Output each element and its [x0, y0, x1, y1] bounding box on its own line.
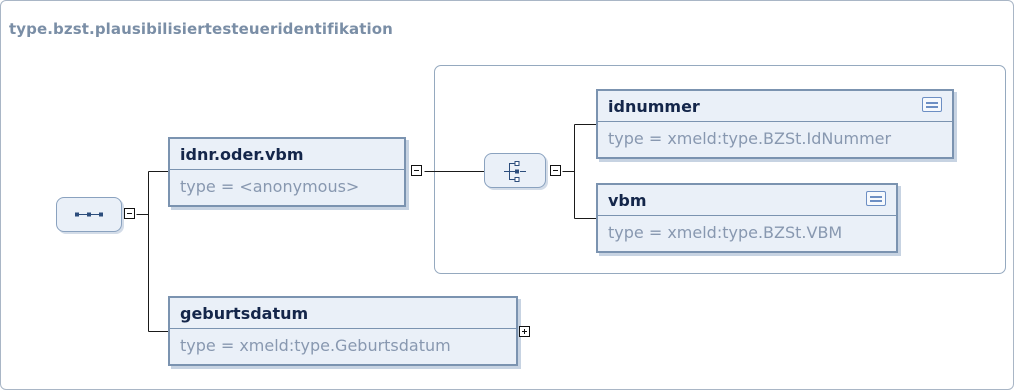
choice-icon	[504, 161, 526, 182]
element-name: idnummer	[608, 97, 700, 116]
sequence-compositor[interactable]	[56, 197, 122, 232]
element-divider	[170, 169, 404, 170]
element-type: type = xmeld:type.BZSt.VBM	[608, 223, 843, 242]
element-idnummer[interactable]: idnummer type = xmeld:type.BZSt.IdNummer	[596, 89, 954, 159]
element-geburtsdatum[interactable]: geburtsdatum type = xmeld:type.Geburtsda…	[168, 296, 518, 366]
element-vbm[interactable]: vbm type = xmeld:type.BZSt.VBM	[596, 183, 898, 253]
element-name: geburtsdatum	[180, 304, 309, 323]
element-divider	[598, 121, 952, 122]
collapse-toggle-icon[interactable]	[411, 165, 422, 176]
element-divider	[598, 215, 896, 216]
element-idnr-oder-vbm[interactable]: idnr.oder.vbm type = <anonymous>	[168, 137, 406, 207]
collapse-toggle-icon[interactable]	[124, 208, 135, 219]
expand-toggle-icon[interactable]	[519, 326, 530, 337]
collapse-toggle-icon[interactable]	[550, 165, 561, 176]
element-type: type = <anonymous>	[180, 177, 360, 196]
element-name: idnr.oder.vbm	[180, 145, 304, 164]
element-type: type = xmeld:type.BZSt.IdNummer	[608, 129, 892, 148]
documentation-icon[interactable]	[922, 97, 942, 112]
element-type: type = xmeld:type.Geburtsdatum	[180, 336, 451, 355]
element-divider	[170, 328, 516, 329]
choice-compositor[interactable]	[484, 153, 546, 188]
sequence-icon	[75, 212, 103, 217]
documentation-icon[interactable]	[866, 191, 886, 206]
element-name: vbm	[608, 191, 647, 210]
type-title: type.bzst.plausibilisiertesteueridentifi…	[9, 20, 393, 38]
connector-lines	[136, 124, 596, 332]
